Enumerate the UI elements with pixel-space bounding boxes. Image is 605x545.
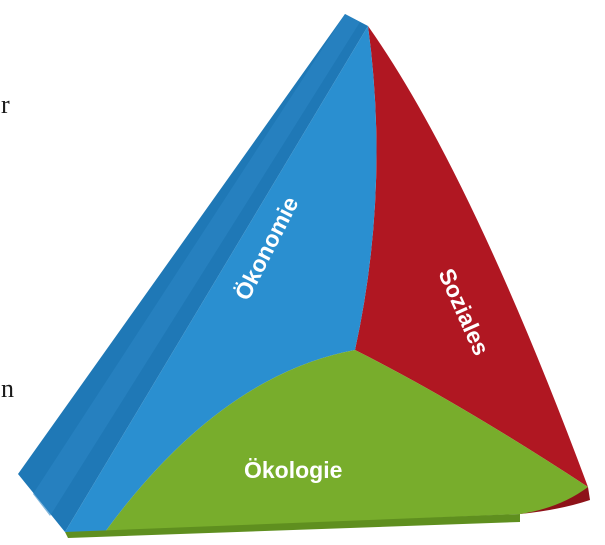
edge-text-top: r <box>1 90 10 119</box>
edge-text-bottom: n <box>1 374 14 403</box>
label-oekologie: Ökologie <box>244 457 342 483</box>
pyramid-side-highlight <box>33 14 360 516</box>
segment-soziales <box>355 26 588 487</box>
segment-oekonomie <box>65 26 377 532</box>
segment-oekologie-edge <box>65 514 520 538</box>
segment-oekologie <box>105 350 588 532</box>
